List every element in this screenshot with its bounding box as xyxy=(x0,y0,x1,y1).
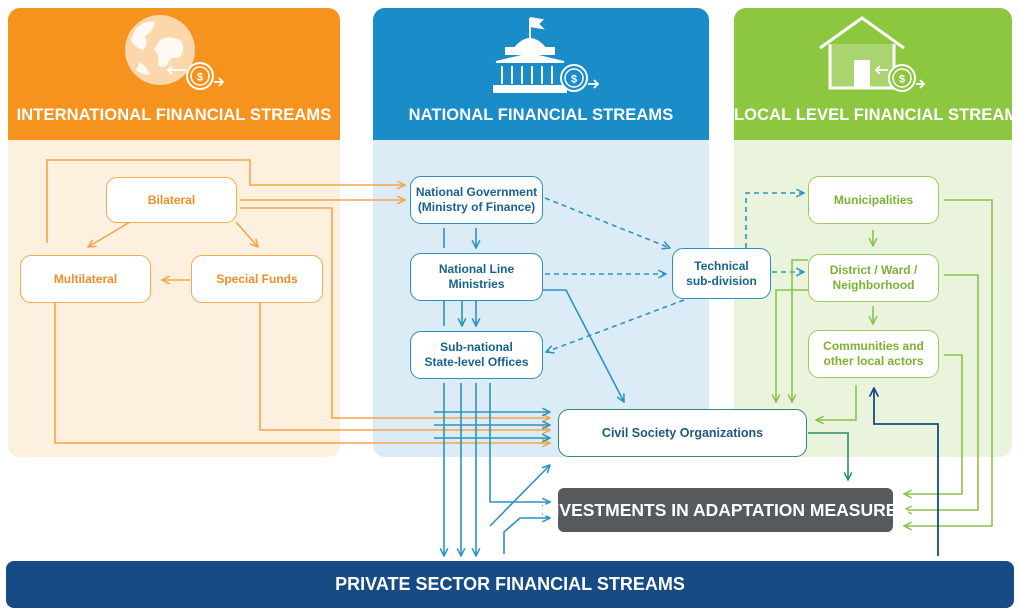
international-title: INTERNATIONAL FINANCIAL STREAMS xyxy=(16,106,332,124)
private-sector-bar: PRIVATE SECTOR FINANCIAL STREAMS xyxy=(6,561,1014,608)
node-communities: Communities and other local actors xyxy=(808,330,939,378)
node-sub-national-offices: Sub-national State-level Offices xyxy=(410,331,543,379)
national-title: NATIONAL FINANCIAL STREAMS xyxy=(408,106,674,124)
node-civil-society-organizations: Civil Society Organizations xyxy=(558,409,807,457)
node-district-ward-neighborhood: District / Ward / Neighborhood xyxy=(808,254,939,302)
node-bilateral: Bilateral xyxy=(106,177,237,223)
node-special-funds: Special Funds xyxy=(191,255,323,303)
node-technical-subdivision: Technical sub-division xyxy=(672,248,771,299)
node-national-line-ministries: National Line Ministries xyxy=(410,253,543,301)
investments-in-adaptation-box: INVESTMENTS IN ADAPTATION MEASURES xyxy=(542,488,909,532)
node-national-government: National Government (Ministry of Finance… xyxy=(410,176,543,224)
node-municipalities: Municipalities xyxy=(808,176,939,224)
local-title: LOCAL LEVEL FINANCIAL STREAMS xyxy=(734,106,1020,124)
node-multilateral: Multilateral xyxy=(20,255,151,303)
